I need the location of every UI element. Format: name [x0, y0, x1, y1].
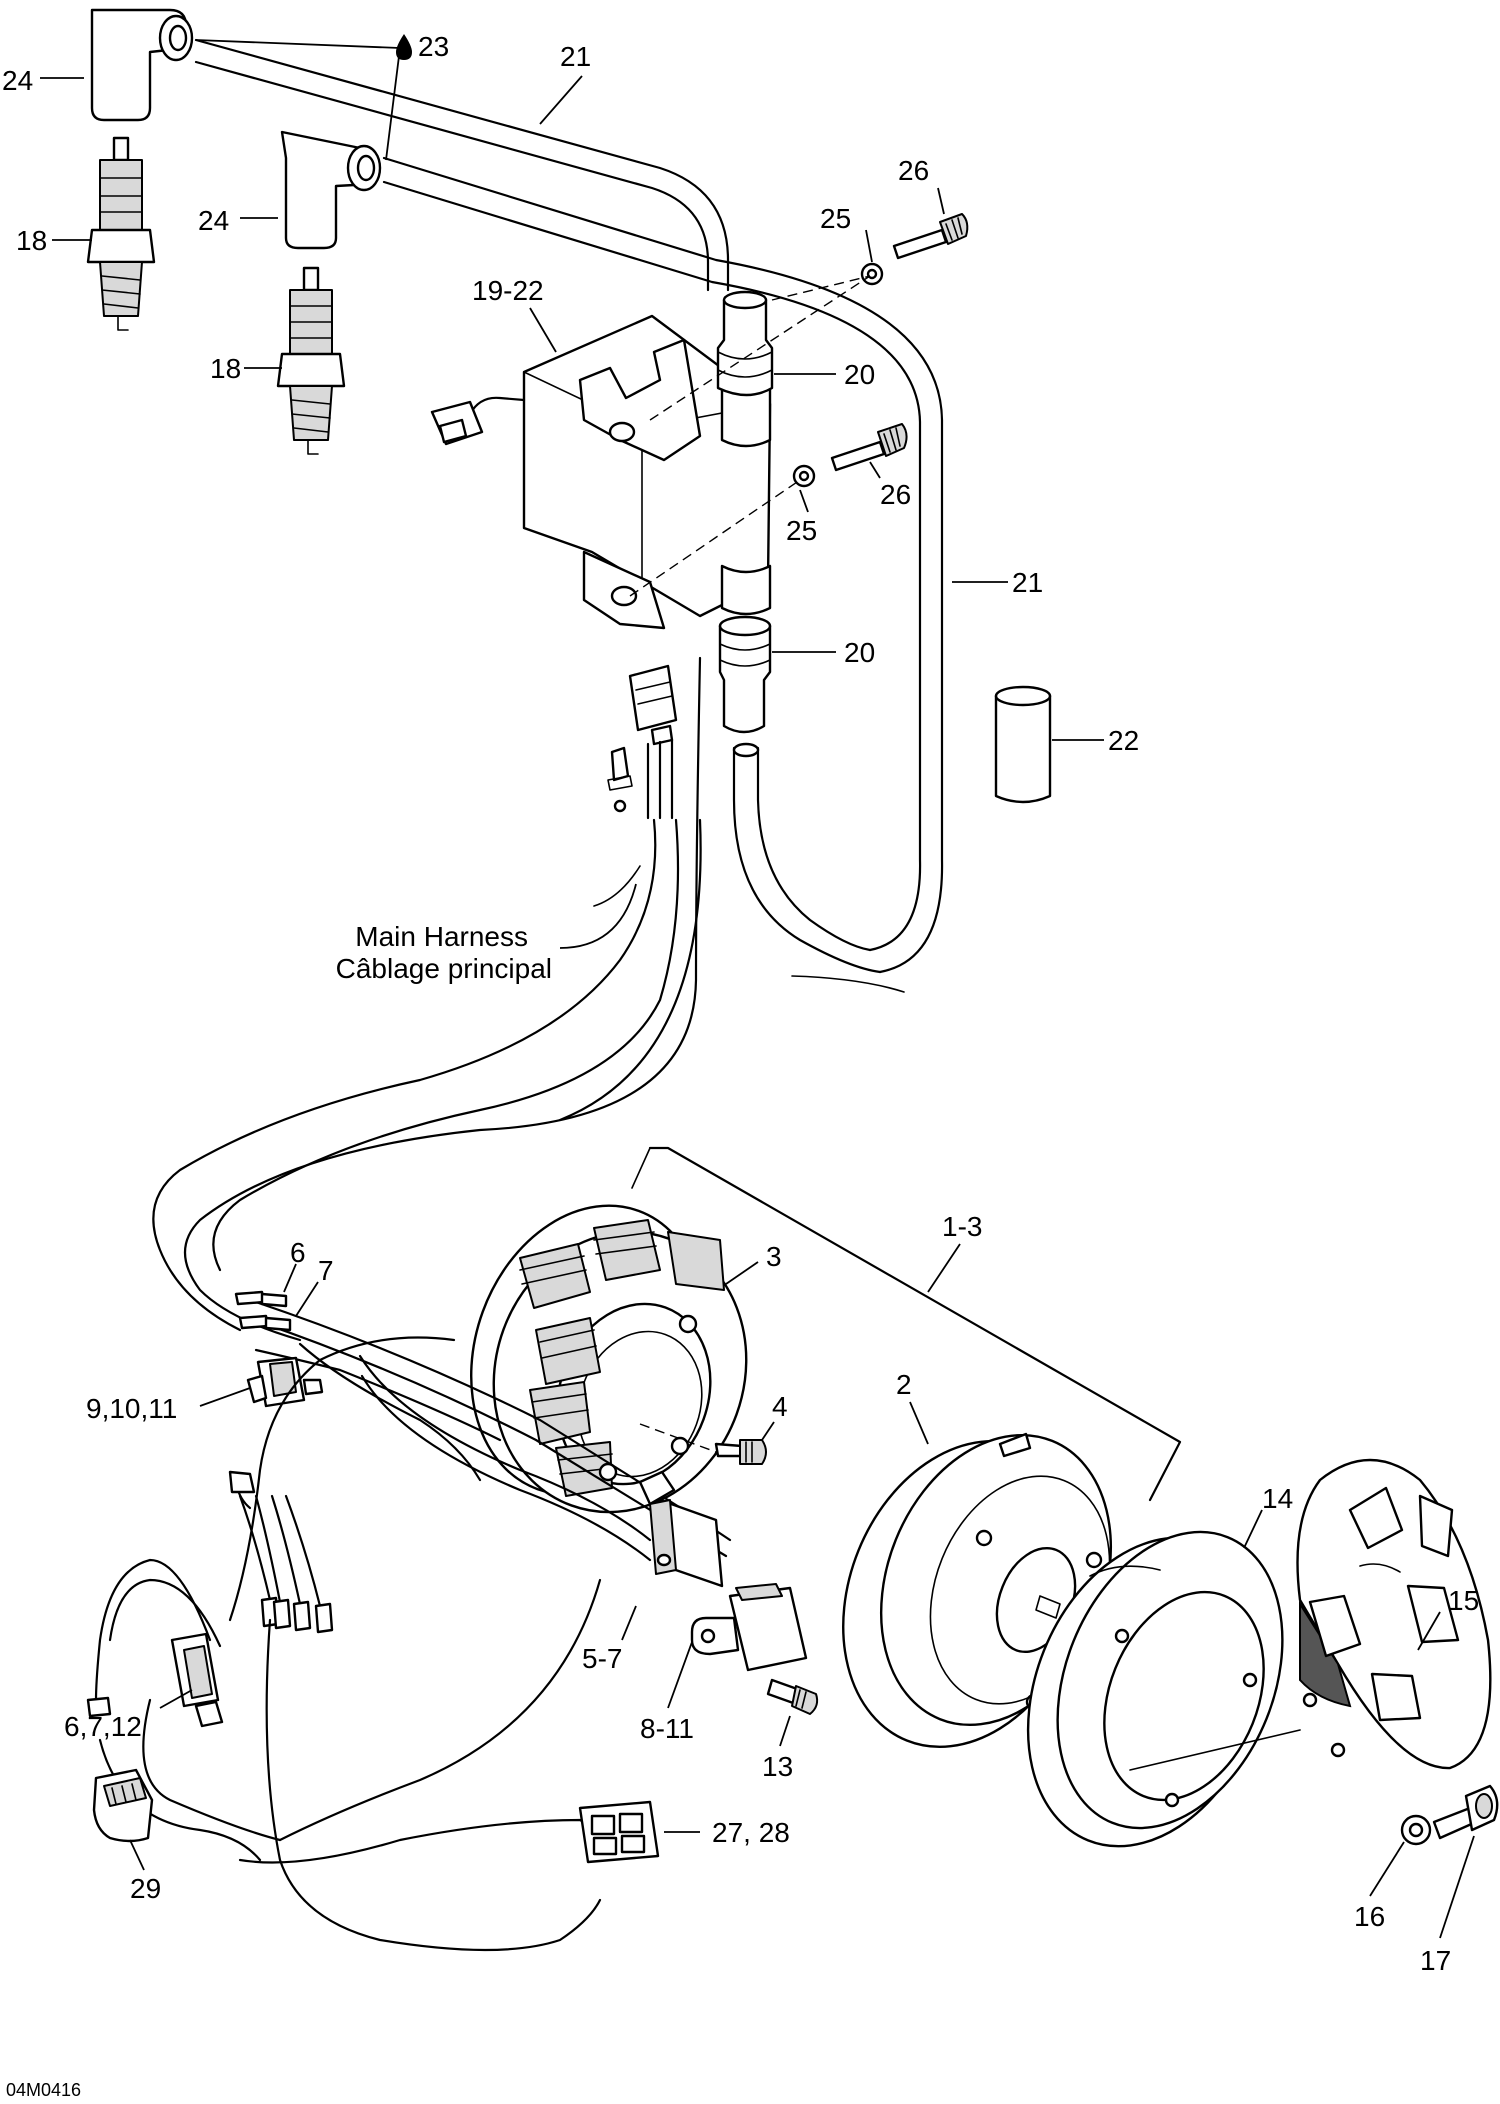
- label-19-22: 19-22: [472, 275, 544, 306]
- label-24-upper: 24: [2, 65, 33, 96]
- label-18-lower: 18: [210, 353, 241, 384]
- screw-lower: [830, 423, 908, 472]
- label-6-top: 6: [290, 1237, 306, 1268]
- ignition-cable-long: [382, 156, 944, 974]
- drawing-code: 04M0416: [6, 2080, 81, 2100]
- spark-plug-cap-second: [280, 130, 382, 250]
- part-labels: 23 21 24 24 26 25 18 19-22 18 20 26 25 2…: [2, 31, 1479, 2100]
- label-3: 3: [766, 1241, 782, 1272]
- label-cablage-principal: Câblage principal: [336, 953, 552, 984]
- label-8-11: 8-11: [640, 1713, 694, 1744]
- connector-bottom: [578, 1800, 660, 1864]
- spark-plug-second: [276, 266, 346, 455]
- label-main-harness: Main Harness: [355, 921, 528, 952]
- spark-plug-cap-top: [90, 8, 194, 122]
- sleeve-tube: [994, 685, 1052, 804]
- magneto-cover: [1296, 1458, 1492, 1770]
- label-21-upper: 21: [560, 41, 591, 72]
- protective-boot-upper: [716, 290, 774, 397]
- protective-boot-lower: [718, 615, 772, 734]
- label-26-upper: 26: [898, 155, 929, 186]
- spark-plug-top: [86, 136, 156, 331]
- label-21-lower: 21: [1012, 567, 1043, 598]
- label-1-3: 1-3: [942, 1211, 982, 1242]
- liquid-drop-icon: [396, 34, 412, 60]
- label-23: 23: [418, 31, 449, 62]
- label-25-lower: 25: [786, 515, 817, 546]
- label-15: 15: [1448, 1585, 1479, 1616]
- washer-lower: [792, 464, 816, 488]
- label-25-upper: 25: [820, 203, 851, 234]
- label-24-lower: 24: [198, 205, 229, 236]
- label-14: 14: [1262, 1483, 1293, 1514]
- label-16: 16: [1354, 1901, 1385, 1932]
- label-5-7: 5-7: [582, 1643, 622, 1674]
- label-27-28: 27, 28: [712, 1817, 790, 1848]
- sealed-connector: [246, 1356, 324, 1408]
- coil-harness-connector: [607, 664, 678, 820]
- ignition-cable-lower: [732, 742, 905, 993]
- label-26-lower: 26: [880, 479, 911, 510]
- screw-upper: [892, 213, 969, 260]
- connector-29: [92, 1768, 154, 1843]
- label-4: 4: [772, 1391, 788, 1422]
- label-18-upper: 18: [16, 225, 47, 256]
- stator-wiring: [242, 1296, 732, 1562]
- cover-washer: [1400, 1814, 1432, 1846]
- trigger-coil: [638, 1470, 724, 1588]
- label-6-7-12: 6,7,12: [64, 1711, 142, 1742]
- bullet-connectors: [234, 1290, 292, 1332]
- label-20-upper: 20: [844, 359, 875, 390]
- sensor: [690, 1583, 808, 1672]
- label-29: 29: [130, 1873, 161, 1904]
- label-7-top: 7: [318, 1255, 334, 1286]
- washer-upper: [860, 262, 884, 286]
- ring-gear: [1026, 1530, 1284, 1848]
- wire-bundle: [228, 1336, 456, 1634]
- connector-left: [86, 1558, 224, 1728]
- label-13: 13: [762, 1751, 793, 1782]
- ignition-cable-upper: [194, 38, 730, 292]
- stator: [470, 1204, 748, 1514]
- sensor-screw: [766, 1678, 819, 1715]
- label-20-lower: 20: [844, 637, 875, 668]
- label-22: 22: [1108, 725, 1139, 756]
- label-2: 2: [896, 1369, 912, 1400]
- leader-lines: [40, 39, 1475, 1939]
- label-9-10-11: 9,10,11: [86, 1393, 177, 1424]
- cover-screw: [1432, 1784, 1499, 1840]
- main-harness-wires: [152, 656, 702, 1342]
- harness-lower: [98, 1578, 602, 1952]
- label-17: 17: [1420, 1945, 1451, 1976]
- stator-screw: [714, 1439, 767, 1465]
